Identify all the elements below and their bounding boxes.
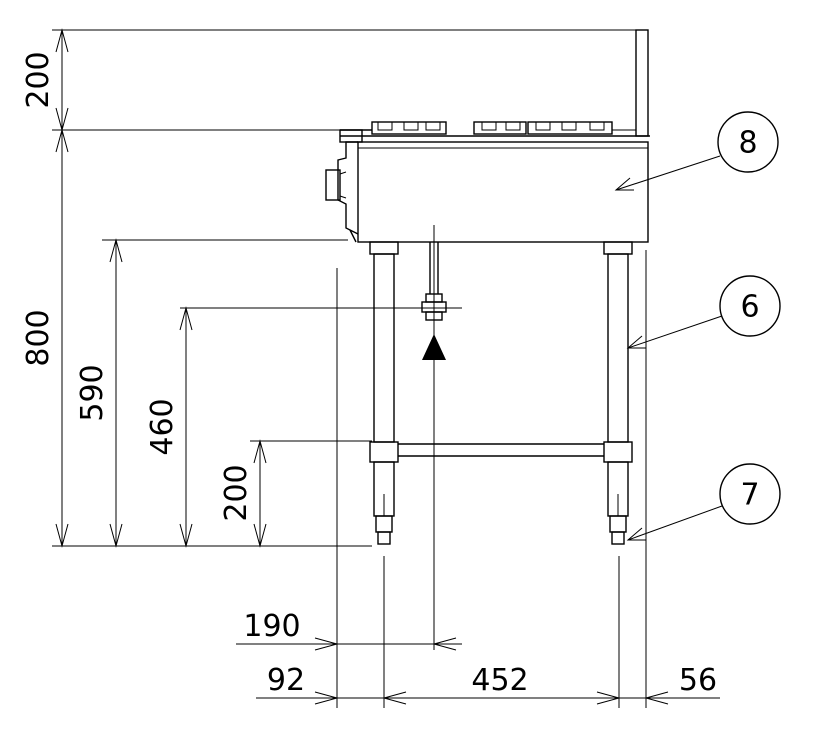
callout-balloon-8: 8 bbox=[717, 111, 779, 173]
callout-label-6: 6 bbox=[740, 290, 759, 325]
dim-overall-height: 800 bbox=[21, 309, 56, 366]
gas-inlet-arrow-icon bbox=[422, 334, 446, 360]
dim-height-590: 590 bbox=[75, 364, 110, 421]
legs bbox=[369, 241, 633, 545]
dim-leg-span: 452 bbox=[471, 663, 528, 698]
dimension-labels: 200 800 590 460 200 190 92 452 56 bbox=[21, 51, 717, 698]
dim-offset-190: 190 bbox=[243, 609, 300, 644]
dim-height-460: 460 bbox=[145, 398, 180, 455]
gas-inlet bbox=[421, 242, 447, 360]
callout-label-8: 8 bbox=[738, 126, 757, 161]
dim-top-clearance: 200 bbox=[21, 51, 56, 108]
callout-label-7: 7 bbox=[740, 478, 759, 513]
vertical-dimension-lines bbox=[55, 28, 267, 548]
horizontal-dimension-lines bbox=[236, 637, 720, 705]
dim-shelf-height: 200 bbox=[219, 464, 254, 521]
callout-leaders bbox=[614, 155, 723, 541]
extension-lines bbox=[52, 29, 647, 708]
callout-balloon-6: 6 bbox=[719, 275, 781, 337]
dim-offset-56: 56 bbox=[679, 663, 717, 698]
dim-offset-92: 92 bbox=[267, 663, 305, 698]
equipment-body bbox=[325, 29, 650, 243]
callout-balloon-7: 7 bbox=[719, 463, 781, 525]
